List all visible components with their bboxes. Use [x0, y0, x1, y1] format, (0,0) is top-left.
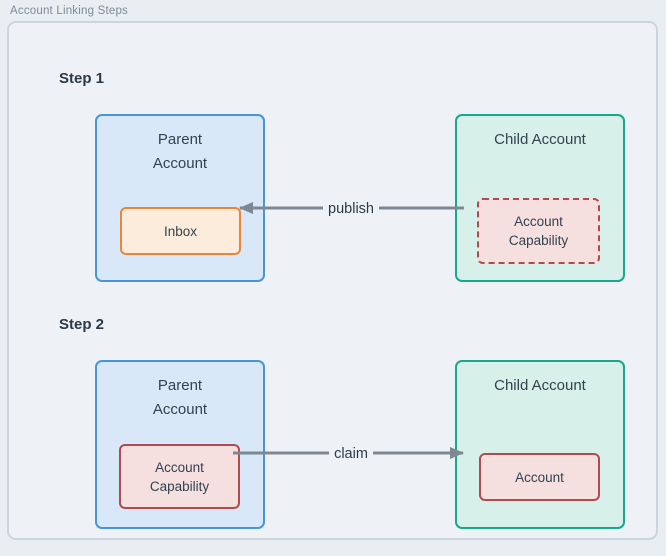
- step-2-label: Step 2: [59, 316, 105, 333]
- step-1-label: Step 1: [59, 70, 105, 87]
- step-1-parent-account-title: Parent Account: [152, 131, 208, 172]
- step-1-parent-account-box: Parent Account: [95, 114, 265, 282]
- step-2-child-account-box: Child Account: [455, 360, 625, 529]
- step-1-account-capability-label: Account Capability: [508, 214, 569, 248]
- step-2-account-label: Account: [515, 469, 564, 485]
- diagram-title: Account Linking Steps: [10, 5, 128, 17]
- step-2-account-box: Account: [479, 453, 600, 501]
- claim-arrow-label: claim: [329, 445, 373, 463]
- step-1-inbox-box: Inbox: [120, 207, 241, 255]
- step-1-inbox-label: Inbox: [163, 223, 198, 239]
- step-2-parent-account-title: Parent Account: [152, 377, 208, 418]
- step-2-account-capability-box: Account Capability: [119, 444, 240, 509]
- publish-arrow-label: publish: [323, 200, 379, 218]
- step-2-account-capability-label: Account Capability: [149, 459, 210, 494]
- step-1-child-account-title: Child Account: [494, 131, 586, 148]
- step-2-child-account-title: Child Account: [494, 377, 586, 394]
- step-1-account-capability-box: Account Capability: [477, 198, 600, 264]
